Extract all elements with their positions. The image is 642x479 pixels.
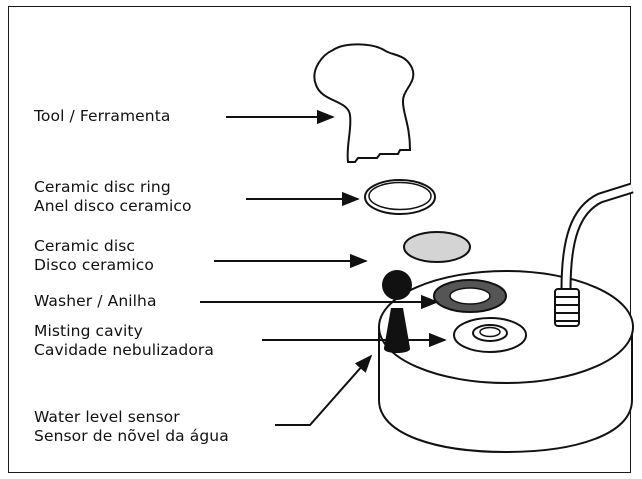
diagram-frame [8, 6, 631, 473]
cable-strain-relief [554, 288, 580, 327]
ring-label-line2: Anel disco ceramico [34, 197, 192, 215]
tool-label: Tool / Ferramenta [34, 107, 171, 125]
ceramic-disc-ring [364, 179, 436, 215]
cavity-label-line1: Misting cavity [34, 322, 143, 340]
sensor-label-line2: Sensor de nõvel da água [34, 427, 229, 445]
power-cable [560, 182, 634, 291]
cavity-label-line2: Cavidade nebulizadora [34, 341, 215, 359]
sensor-label-line1: Water level sensor [34, 408, 180, 426]
misting-cavity [453, 317, 527, 353]
ceramic-disc [403, 231, 471, 263]
disc-label-line2: Disco ceramico [34, 256, 154, 274]
tool-shape [313, 43, 415, 163]
disc-label-line1: Ceramic disc [34, 237, 136, 255]
washer [433, 279, 507, 313]
ring-label-line1: Ceramic disc ring [34, 178, 171, 196]
washer-label: Washer / Anilha [34, 292, 157, 310]
sensor-leader [275, 354, 373, 426]
